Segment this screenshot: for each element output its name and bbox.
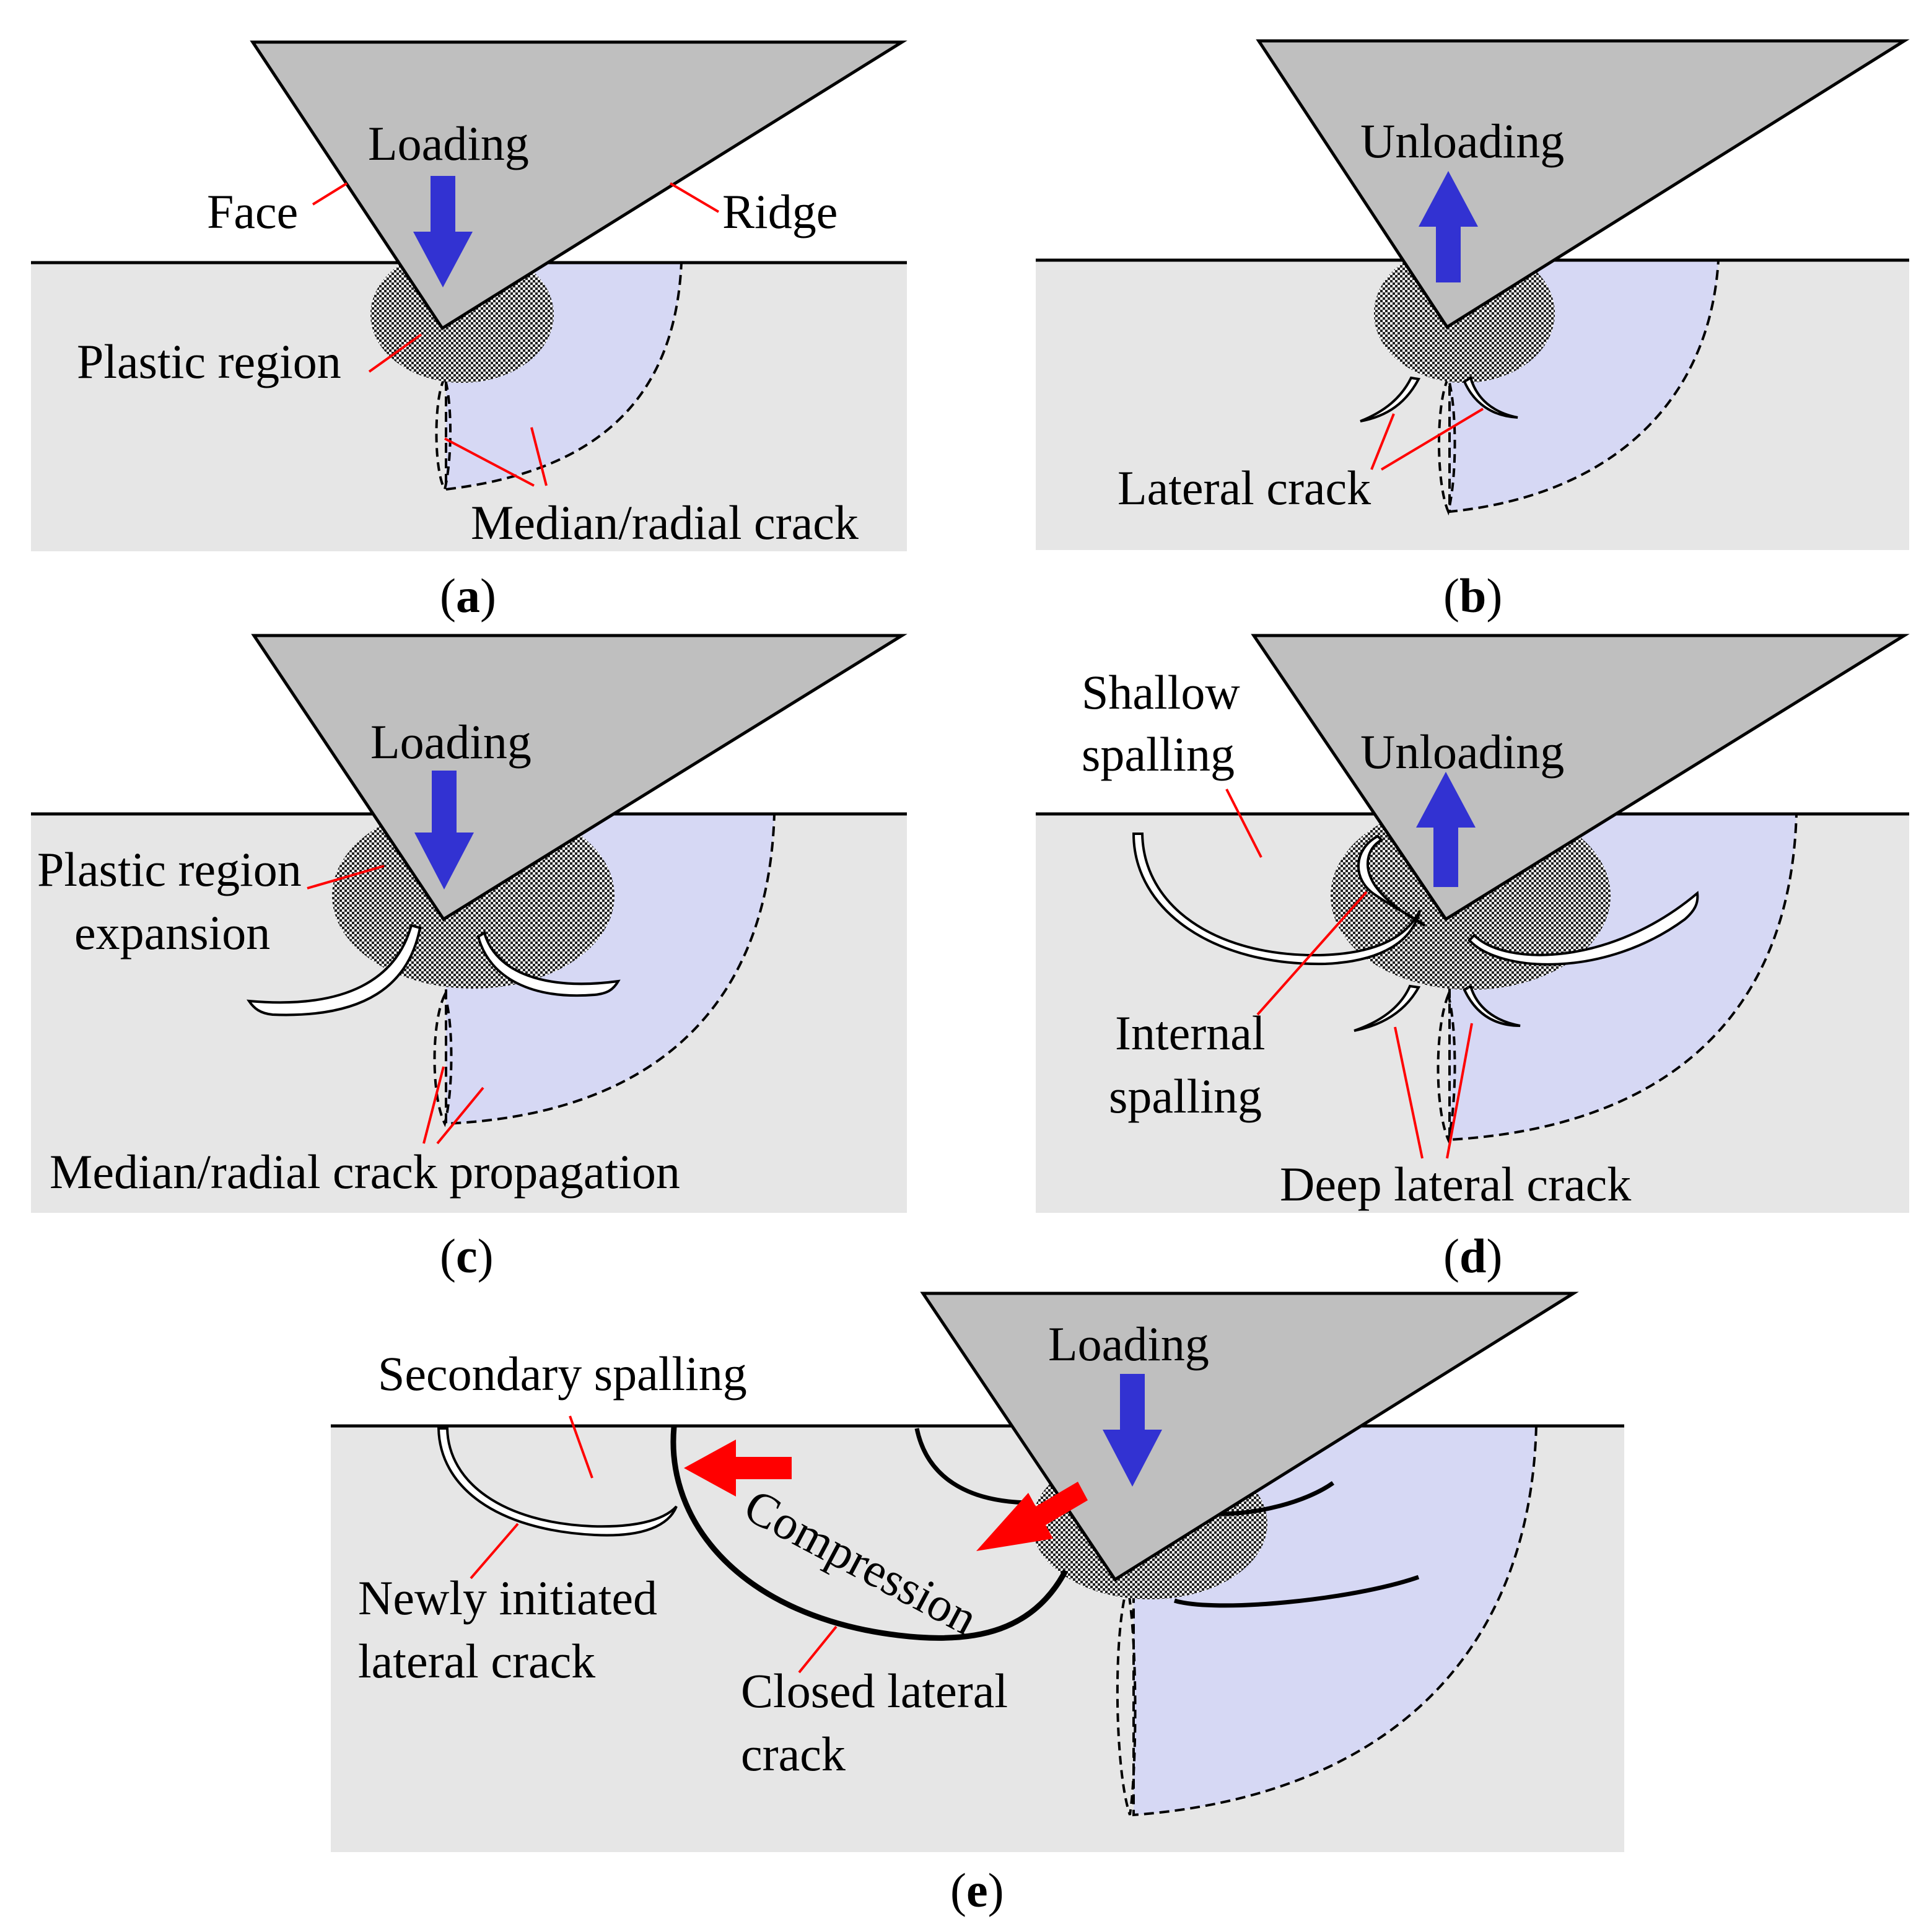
median-crack-c — [433, 991, 453, 1127]
leader-plastic-c — [307, 865, 385, 890]
plastic-label-c-line2: expansion — [74, 906, 270, 959]
shallow-spall-crack-d — [1132, 833, 1421, 966]
shallow-label-d-line2: spalling — [1082, 727, 1235, 781]
caption-d: (d) — [1443, 1229, 1502, 1283]
median-crack-b — [1438, 374, 1456, 516]
leader-shallow-d — [1225, 789, 1262, 858]
indenter-e — [920, 1292, 1579, 1582]
newly-label-e-line1: Newly initiated — [358, 1571, 657, 1625]
load-arrow-c — [414, 771, 474, 890]
action-label-a: Loading — [368, 116, 529, 170]
leader-median1-c — [422, 1066, 445, 1144]
ridge-label-a: Ridge — [722, 185, 838, 238]
internal-spall-crack-d — [1357, 834, 1426, 927]
action-label-e: Loading — [1048, 1317, 1209, 1371]
lateral-crack-right-d — [1468, 891, 1699, 966]
indenter-d — [1251, 634, 1910, 922]
secondary-label-e: Secondary spalling — [378, 1347, 747, 1401]
median-label-a: Median/radial crack — [471, 496, 859, 549]
deep-lateral-left-d — [1354, 984, 1421, 1032]
leader-deep2-d — [1446, 1023, 1473, 1159]
unload-arrow-d — [1416, 772, 1476, 887]
caption-c: (c) — [440, 1229, 494, 1283]
median-crack-e — [1116, 1585, 1137, 1816]
leader-internal-d — [1256, 891, 1368, 1016]
load-arrow-a — [413, 176, 473, 287]
unload-arrow-b — [1419, 171, 1478, 282]
leader-secondary-e — [569, 1415, 593, 1479]
deep-label-d: Deep lateral crack — [1280, 1157, 1631, 1211]
indenter-c — [251, 634, 908, 922]
action-label-b: Unloading — [1360, 114, 1564, 168]
leader-plastic-a — [368, 333, 422, 373]
lateral-label-b: Lateral crack — [1118, 461, 1371, 515]
upper-lateral-e — [1212, 1481, 1335, 1516]
panel-b: Unloading Lateral crack (b) — [1036, 39, 1910, 623]
action-label-d: Unloading — [1360, 725, 1564, 779]
panel-d: Unloading Shallow spalling Internal spal… — [1036, 634, 1910, 1283]
plastic-label-c-line1: Plastic region — [37, 842, 302, 896]
plastic-label-a: Plastic region — [77, 334, 341, 388]
median-crack-d — [1437, 990, 1456, 1144]
compression-arrow-horizontal-e — [684, 1440, 792, 1497]
compression-arrow-diagonal-e — [976, 1482, 1088, 1551]
internal-label-d-line2: spalling — [1109, 1069, 1262, 1123]
newly-label-e-line2: lateral crack — [358, 1634, 595, 1688]
mid-lateral-e — [914, 1428, 1029, 1505]
leader-lateral1-b — [1370, 413, 1395, 470]
leader-median1-a — [444, 437, 535, 487]
deep-lateral-right-d — [1463, 984, 1521, 1027]
lower-lateral-e — [1173, 1575, 1420, 1608]
internal-label-d-line1: Internal — [1115, 1006, 1266, 1060]
panel-a: Loading Face Ridge Plastic region Median… — [31, 40, 908, 623]
load-arrow-e — [1103, 1374, 1162, 1487]
leader-newly-e — [470, 1523, 519, 1580]
shallow-label-d-line1: Shallow — [1082, 665, 1240, 719]
leader-median2-a — [530, 427, 548, 486]
median-crack-a — [435, 375, 452, 493]
caption-e: (e) — [950, 1863, 1004, 1917]
caption-b: (b) — [1443, 569, 1502, 623]
lateral-crack-left-b — [1360, 376, 1421, 422]
panel-e: Loading Secondary spalling Compression N… — [331, 1292, 1624, 1917]
lateral-crack-right-b — [1463, 375, 1518, 419]
leader-deep1-d — [1394, 1026, 1424, 1159]
action-label-c: Loading — [370, 715, 531, 769]
median-label-c: Median/radial crack propagation — [50, 1145, 680, 1199]
leader-closed-e — [798, 1625, 838, 1674]
indenter-b — [1256, 39, 1910, 330]
leader-median2-c — [436, 1086, 484, 1145]
leader-face-a — [312, 182, 348, 206]
closed-label-e-line2: crack — [741, 1727, 846, 1781]
closed-lateral-crack-e — [670, 1427, 1068, 1641]
lateral-crack-left-c — [247, 924, 422, 1016]
face-label-a: Face — [207, 185, 298, 238]
newly-lateral-crack-e — [437, 1427, 678, 1537]
closed-label-e-line1: Closed lateral — [741, 1664, 1008, 1718]
leader-lateral2-b — [1380, 408, 1484, 471]
caption-a: (a) — [440, 569, 496, 623]
panel-c: Loading Plastic region expansion Median/… — [31, 634, 908, 1283]
lateral-crack-right-c — [476, 930, 621, 997]
leader-ridge-a — [669, 182, 720, 213]
